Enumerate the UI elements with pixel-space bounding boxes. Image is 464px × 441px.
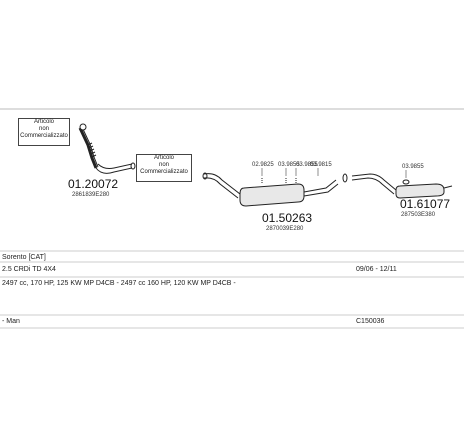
note-line: non xyxy=(158,162,169,168)
vehicle-spec: 2497 cc, 170 HP, 125 KW MP D4CB - 2497 c… xyxy=(2,280,236,287)
vehicle-engine: 2.5 CRDi TD 4X4 xyxy=(2,266,56,273)
part-number[interactable]: 01.20072 xyxy=(68,177,119,191)
part-reference: 287503E380 xyxy=(401,212,436,218)
vehicle-source: - Man xyxy=(2,318,20,325)
part-reference: 2870039E280 xyxy=(266,226,304,232)
rear-section-drawing xyxy=(351,173,453,199)
not-available-note: Articolo non Commercializzato xyxy=(136,154,192,182)
part-reference: 2861839E280 xyxy=(72,192,110,198)
note-line: Commercializzato xyxy=(20,133,68,139)
kit-code: C150036 xyxy=(356,318,385,325)
not-available-note: Articolo non Commercializzato xyxy=(18,118,70,146)
note-line: non xyxy=(38,126,49,132)
small-part-number[interactable]: 03.9855 xyxy=(296,162,318,168)
small-part-number[interactable]: 03.9815 xyxy=(310,162,332,168)
small-part-number[interactable]: 03.9855 xyxy=(278,162,300,168)
note-line: Articolo xyxy=(33,119,54,125)
small-part-number[interactable]: 02.9825 xyxy=(252,162,274,168)
part-number[interactable]: 01.61077 xyxy=(400,197,451,211)
vehicle-model: Sorento [CAT] xyxy=(2,254,46,261)
small-part-number[interactable]: 03.9855 xyxy=(402,164,424,170)
note-line: Articolo xyxy=(153,155,174,161)
front-pipe-drawing xyxy=(78,123,136,174)
part-number[interactable]: 01.50263 xyxy=(262,211,313,225)
middle-section-drawing xyxy=(202,172,348,207)
note-line: Commercializzato xyxy=(140,169,188,175)
vehicle-dates: 09/06 - 12/11 xyxy=(356,266,397,273)
